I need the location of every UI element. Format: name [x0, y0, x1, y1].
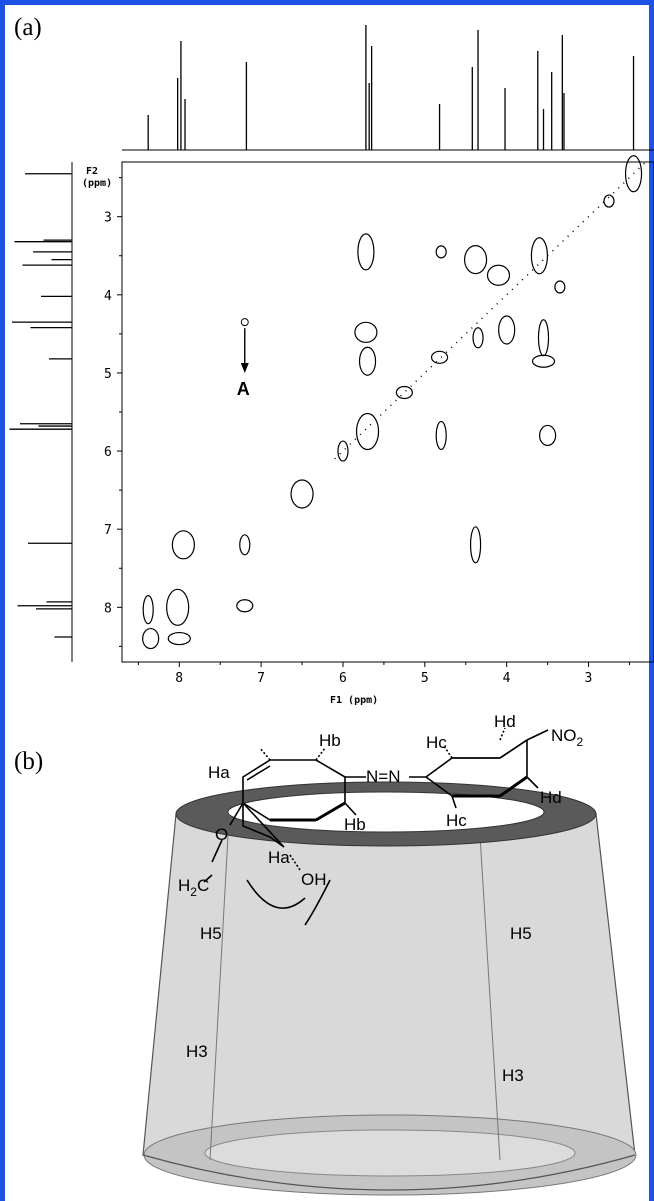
cross-peak [538, 424, 557, 447]
y-tick-label: 7 [104, 523, 112, 538]
atom-hd-top: Hd [494, 712, 516, 731]
x-axis-ticks: 8 7 6 5 4 3 [137, 662, 630, 686]
atom-oh: OH [301, 870, 327, 889]
cross-peak [530, 237, 549, 275]
cross-peak [472, 327, 484, 349]
atom-h2c: H2C [178, 876, 209, 899]
atom-azo: N=N [366, 767, 400, 786]
y-tick-label: 3 [104, 211, 112, 226]
cross-peak [166, 588, 190, 626]
cross-peak [537, 319, 550, 357]
cross-peak [498, 315, 516, 345]
f1-projection-spectrum [122, 25, 654, 151]
x-tick-label: 5 [421, 671, 429, 686]
atom-hd-right: Hd [540, 788, 562, 807]
x-tick-label: 4 [503, 671, 511, 686]
label-h3-right: H3 [502, 1066, 524, 1085]
annotation-origin [240, 318, 249, 327]
cross-peak [358, 346, 377, 376]
y-axis-label-line2: (ppm) [82, 178, 112, 189]
cross-peak [554, 280, 566, 294]
guest-molecule-bonds [203, 727, 549, 926]
x-tick-label: 6 [339, 671, 347, 686]
atom-hc-left: Hc [426, 733, 447, 752]
label-h3-left: H3 [186, 1042, 208, 1061]
cross-peak [337, 440, 349, 462]
cross-peaks [142, 155, 647, 650]
cyclodextrin-cone [142, 781, 637, 1196]
cross-peak [395, 385, 413, 400]
label-h5-left: H5 [200, 924, 222, 943]
cross-peak [142, 627, 160, 650]
cross-peak [486, 264, 511, 286]
cross-peak [236, 599, 254, 613]
annotation-a: A [237, 318, 250, 399]
cross-peak [290, 479, 314, 509]
cross-peak [354, 321, 378, 343]
x-tick-label: 8 [175, 671, 183, 686]
cross-peak [430, 350, 449, 364]
panel-a-label: (a) [14, 14, 42, 41]
cross-peak [357, 233, 375, 271]
label-h5-right: H5 [510, 924, 532, 943]
x-tick-label: 7 [257, 671, 265, 686]
y-tick-label: 4 [104, 289, 112, 304]
cross-peak [435, 245, 447, 259]
cross-peak [435, 420, 447, 451]
x-axis-label: F1 (ppm) [330, 695, 378, 706]
annotation-label: A [237, 379, 250, 399]
cross-peak [355, 412, 380, 451]
atom-ha-top: Ha [208, 763, 230, 782]
atom-hb-bottom: Hb [344, 815, 366, 834]
atom-hc-bottom: Hc [446, 811, 467, 830]
nmr-spectrum: 8 7 6 5 4 3 3 4 5 6 7 8 A F1 (ppm) F2 (ppm) [9, 25, 654, 706]
cross-peak [603, 194, 615, 208]
annotation-arrow-head [240, 362, 249, 373]
atom-oxygen: O [215, 825, 228, 844]
atom-no2: NO2 [551, 726, 584, 749]
cross-peak [167, 631, 191, 646]
cross-peak [171, 530, 195, 560]
y-tick-label: 8 [104, 601, 112, 616]
x-tick-label: 3 [585, 671, 593, 686]
y-axis-label-line1: F2 [86, 166, 98, 177]
panel-b-label: (b) [14, 748, 44, 775]
atom-ha-bottom: Ha [268, 848, 290, 867]
atom-hb-top: Hb [319, 731, 341, 750]
cross-peak [463, 245, 488, 275]
y-tick-label: 6 [104, 445, 112, 460]
f2-projection-spectrum [9, 162, 73, 662]
cross-peak [624, 155, 643, 193]
y-axis-ticks: 3 4 5 6 7 8 [104, 177, 122, 647]
cross-peak [239, 534, 251, 556]
cross-peak [142, 595, 154, 625]
y-tick-label: 5 [104, 367, 112, 382]
cross-peak [469, 526, 482, 564]
